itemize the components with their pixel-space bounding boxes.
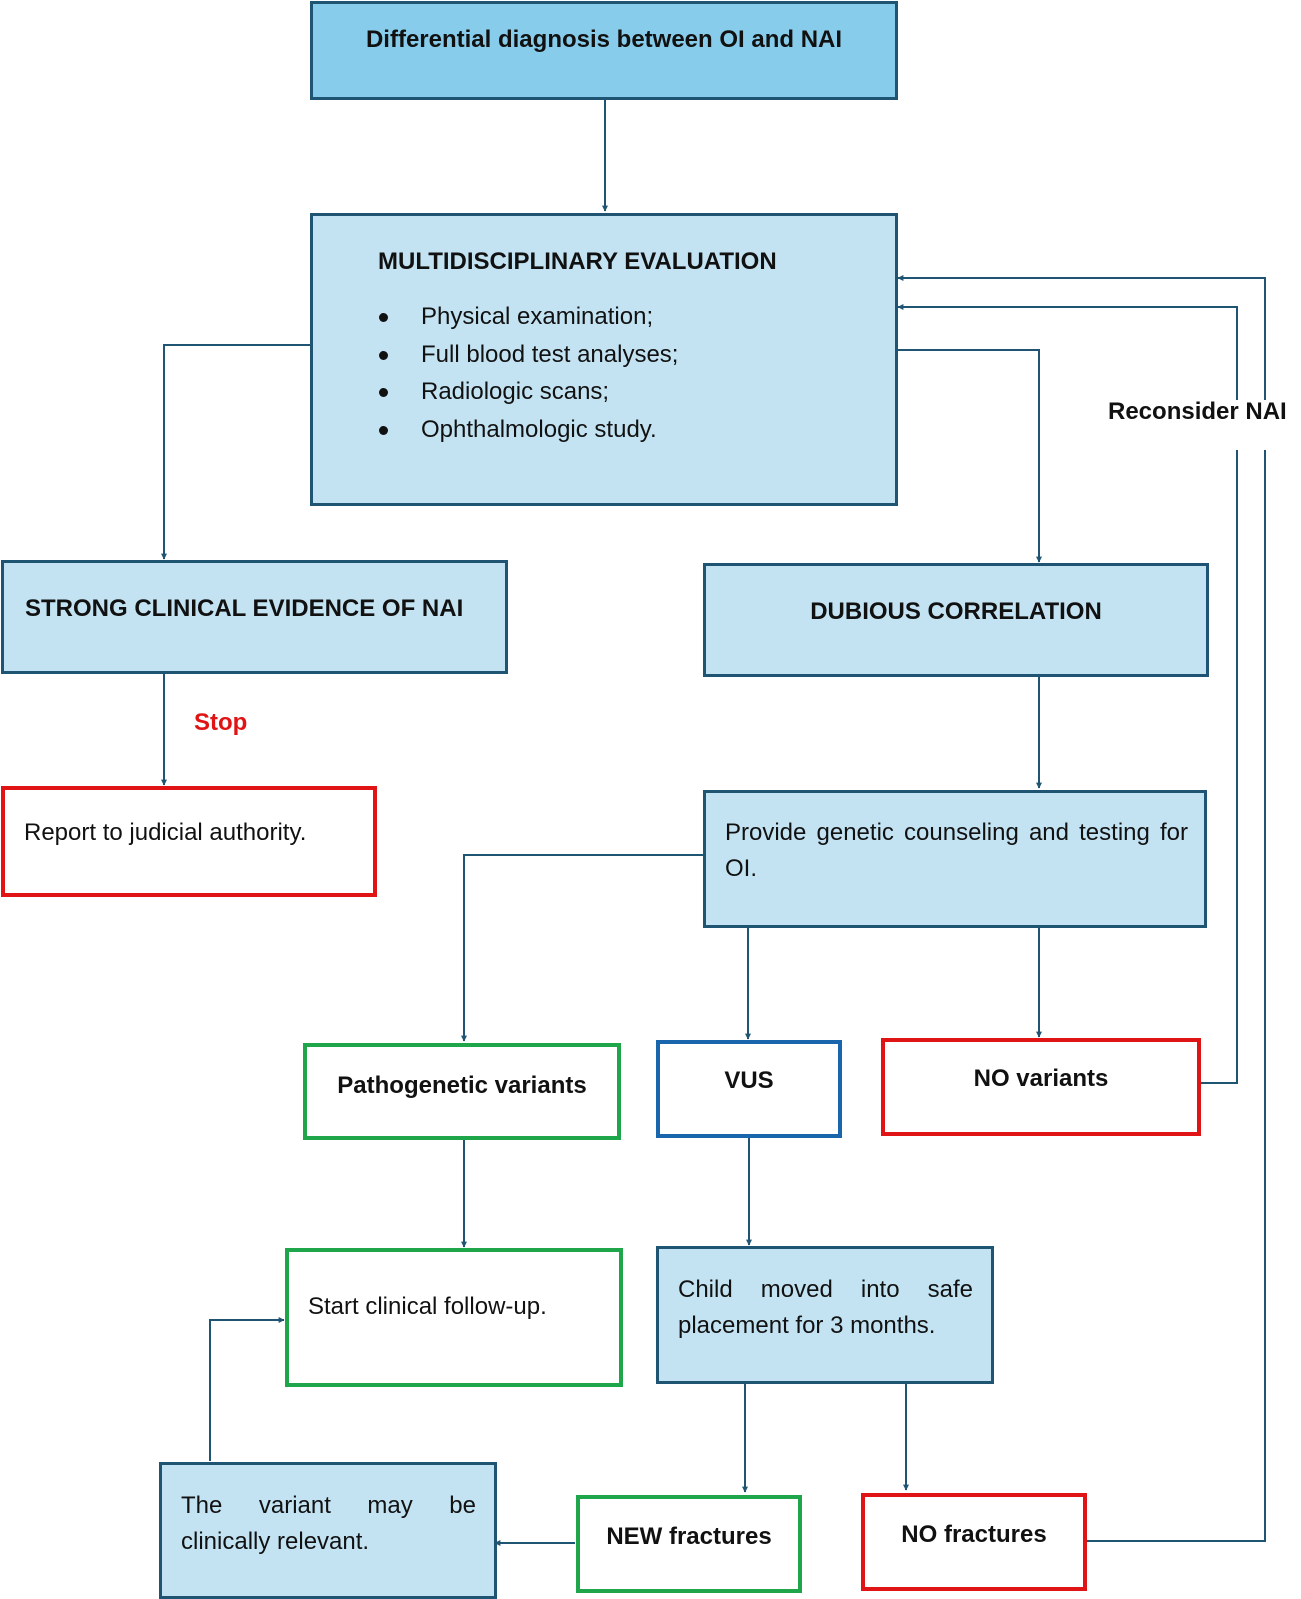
strong-evidence-text: STRONG CLINICAL EVIDENCE OF NAI	[25, 595, 464, 622]
follow-up-box: Start clinical follow-up.	[285, 1248, 623, 1387]
report-box: Report to judicial authority.	[1, 786, 377, 897]
arrow-no-variants-reconsider-nai	[1200, 450, 1238, 1084]
evaluation-item: Physical examination;	[373, 298, 678, 336]
no-variants-box: NO variants	[881, 1038, 1201, 1136]
evaluation-box: MULTIDISCIPLINARY EVALUATION Physical ex…	[310, 213, 898, 506]
safe-placement-box: Child moved into safe placement for 3 mo…	[656, 1246, 994, 1384]
arrow-evaluation-to-dubious	[898, 349, 1042, 563]
arrow-genetic-to-pathogenetic	[461, 854, 703, 1042]
arrow-evaluation-to-strong-evidence	[161, 344, 310, 560]
evaluation-item: Ophthalmologic study.	[373, 411, 678, 449]
variant-relevant-box: The variant may be clinically relevant.	[159, 1462, 497, 1599]
evaluation-heading: MULTIDISCIPLINARY EVALUATION	[378, 248, 777, 275]
variant-relevant-text: The variant may be clinically relevant.	[181, 1492, 476, 1555]
vus-box: VUS	[656, 1040, 842, 1138]
report-text: Report to judicial authority.	[24, 819, 307, 846]
safe-placement-text: Child moved into safe placement for 3 mo…	[678, 1276, 973, 1339]
genetic-text: Provide genetic counseling and testing f…	[725, 819, 1188, 882]
arrow-reconsider-nai-to-evaluation-lower	[897, 304, 1238, 400]
vus-text: VUS	[724, 1067, 774, 1094]
evaluation-item: Full blood test analyses;	[373, 336, 678, 374]
genetic-box: Provide genetic counseling and testing f…	[703, 790, 1207, 928]
stop-label: Stop	[194, 709, 248, 736]
no-variants-text: NO variants	[973, 1065, 1109, 1092]
strong-evidence-box: STRONG CLINICAL EVIDENCE OF NAI	[1, 560, 508, 674]
evaluation-item: Radiologic scans;	[373, 373, 678, 411]
new-fractures-text: NEW fractures	[606, 1523, 772, 1550]
title-box: Differential diagnosis between OI and NA…	[310, 1, 898, 100]
title-text: Differential diagnosis between OI and NA…	[365, 26, 843, 53]
arrow-reconsider-nai-to-evaluation-upper	[897, 275, 1266, 400]
follow-up-text: Start clinical follow-up.	[308, 1293, 547, 1320]
no-fractures-box: NO fractures	[861, 1493, 1087, 1591]
new-fractures-box: NEW fractures	[576, 1495, 802, 1593]
dubious-text: DUBIOUS CORRELATION	[810, 598, 1102, 625]
arrow-variant-to-follow-up	[209, 1317, 285, 1461]
dubious-box: DUBIOUS CORRELATION	[703, 563, 1209, 677]
pathogenetic-box: Pathogenetic variants	[303, 1043, 621, 1140]
pathogenetic-text: Pathogenetic variants	[337, 1072, 587, 1099]
evaluation-list: Physical examination; Full blood test an…	[373, 298, 678, 448]
reconsider-nai-label: Reconsider NAI	[1108, 398, 1287, 425]
arrow-no-fractures-reconsider-nai	[1087, 450, 1266, 1542]
no-fractures-text: NO fractures	[901, 1521, 1047, 1548]
